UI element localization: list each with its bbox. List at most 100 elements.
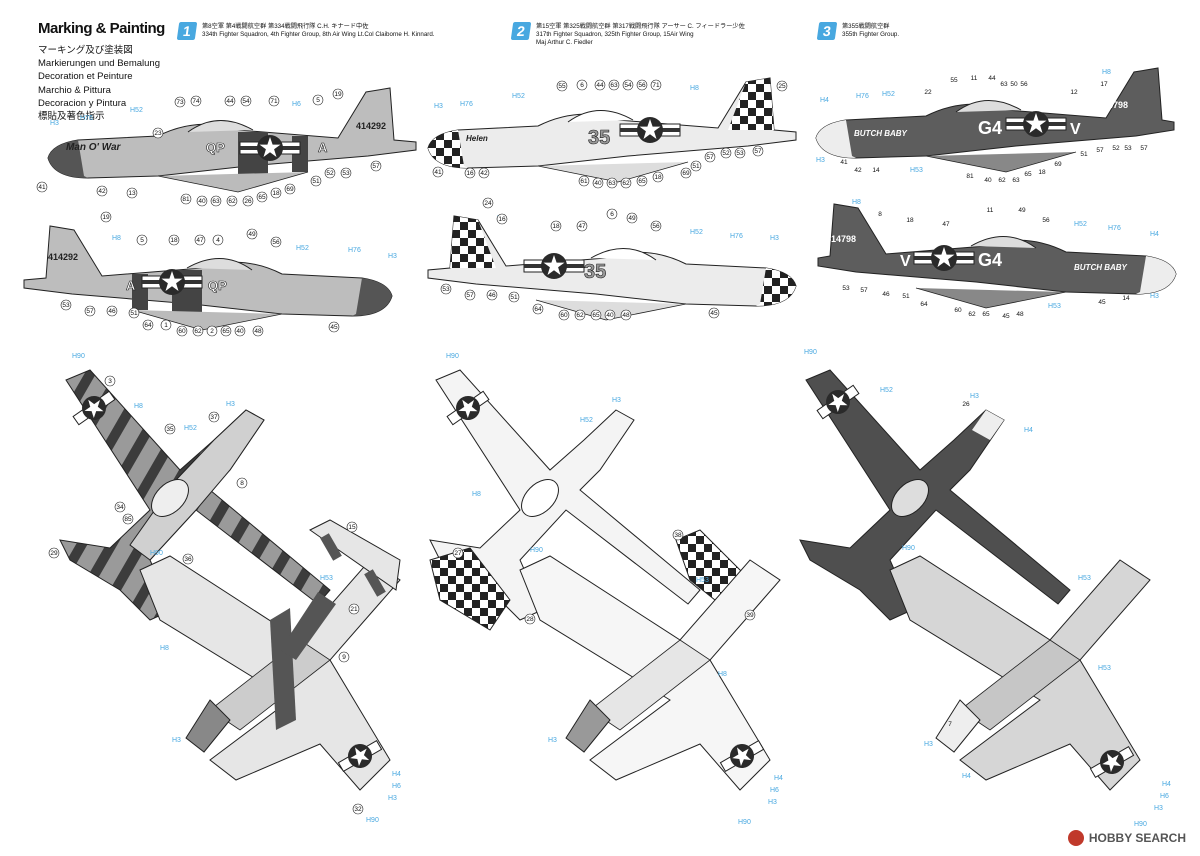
svg-text:H4: H4	[820, 97, 829, 104]
svg-text:38: 38	[674, 532, 682, 539]
svg-text:56: 56	[652, 223, 660, 230]
svg-text:H3: H3	[548, 737, 557, 744]
svg-text:57: 57	[1096, 147, 1104, 154]
svg-text:62: 62	[576, 312, 584, 319]
svg-text:39: 39	[746, 612, 754, 619]
svg-text:57: 57	[754, 148, 762, 155]
svg-text:53: 53	[62, 302, 70, 309]
svg-text:65: 65	[222, 328, 230, 335]
svg-text:40: 40	[606, 312, 614, 319]
part-callouts: 41 42 13 23 73 74 44 54 71 5 19 81 40 63…	[36, 79, 788, 207]
svg-text:H53: H53	[1048, 303, 1061, 310]
watermark-text: HOBBY SEARCH	[1088, 831, 1186, 845]
svg-text:48: 48	[1016, 311, 1024, 318]
svg-text:71: 71	[270, 98, 278, 105]
svg-text:H3: H3	[172, 737, 181, 744]
svg-text:H6: H6	[292, 101, 301, 108]
scheme-2-code-r: 35	[584, 261, 606, 283]
svg-text:47: 47	[942, 221, 950, 228]
svg-text:56: 56	[272, 239, 280, 246]
svg-text:17: 17	[1100, 81, 1108, 88]
language-chinese: 標貼及著色指示	[38, 111, 105, 123]
hobby-search-logo-icon	[1067, 830, 1084, 846]
svg-text:H3: H3	[924, 741, 933, 748]
svg-text:H52: H52	[184, 425, 197, 432]
svg-text:11: 11	[971, 75, 978, 82]
svg-text:H52: H52	[690, 229, 703, 236]
svg-text:62: 62	[968, 311, 976, 318]
svg-text:18: 18	[552, 223, 560, 230]
svg-text:4: 4	[216, 237, 220, 244]
svg-text:37: 37	[210, 414, 218, 421]
svg-text:H90: H90	[72, 353, 85, 360]
svg-text:H90: H90	[1134, 821, 1147, 828]
svg-text:5: 5	[316, 97, 320, 104]
svg-text:H3: H3	[434, 103, 443, 110]
svg-text:57: 57	[86, 308, 94, 315]
svg-text:62: 62	[998, 177, 1006, 184]
svg-text:40: 40	[236, 328, 244, 335]
svg-text:H52: H52	[296, 245, 309, 252]
svg-text:H8: H8	[112, 235, 121, 242]
svg-text:12: 12	[1070, 89, 1078, 96]
svg-text:53: 53	[842, 285, 850, 292]
svg-text:H3: H3	[816, 157, 825, 164]
svg-text:65: 65	[258, 194, 266, 201]
svg-text:H8: H8	[1102, 69, 1111, 76]
scheme-3-header: 3 第355戦闘航空群 355th Fighter Group.	[816, 22, 1018, 52]
svg-text:44: 44	[988, 75, 996, 82]
svg-text:H53: H53	[1098, 665, 1111, 672]
scheme-1-plan-upper	[59, 369, 331, 621]
scheme-2-header: 2 第15空軍 第325戦闘航空群 第317戦闘飛行隊 アーサー C. フィード…	[510, 22, 812, 58]
svg-text:H4: H4	[1162, 781, 1171, 788]
svg-text:H52: H52	[1074, 221, 1087, 228]
scheme-3-code-right: V	[1070, 121, 1081, 138]
svg-text:25: 25	[778, 83, 786, 90]
svg-text:22: 22	[924, 89, 932, 96]
svg-text:H3: H3	[50, 120, 59, 127]
svg-text:32: 32	[354, 806, 362, 813]
svg-text:H8: H8	[718, 671, 727, 678]
svg-text:56: 56	[638, 82, 646, 89]
svg-text:53: 53	[442, 286, 450, 293]
svg-text:H6: H6	[1160, 793, 1169, 800]
scheme-2-nose-art: Helen	[466, 134, 488, 143]
svg-text:63: 63	[1012, 177, 1020, 184]
svg-text:65: 65	[982, 311, 990, 318]
svg-text:14: 14	[1122, 295, 1130, 302]
svg-text:54: 54	[242, 98, 250, 105]
page-title: Marking & Painting	[38, 20, 165, 37]
svg-text:42: 42	[480, 170, 488, 177]
svg-text:40: 40	[594, 180, 602, 187]
language-german: Markierungen und Bemalung	[38, 58, 160, 70]
svg-text:H53: H53	[696, 577, 709, 584]
svg-text:42: 42	[98, 188, 106, 195]
svg-text:8: 8	[878, 211, 882, 218]
svg-text:81: 81	[966, 173, 974, 180]
svg-text:5: 5	[140, 237, 144, 244]
svg-text:45: 45	[330, 324, 338, 331]
svg-text:H76: H76	[460, 101, 473, 108]
scheme-3-code-left: G4	[978, 118, 1002, 138]
svg-text:H8: H8	[852, 199, 861, 206]
svg-text:18: 18	[170, 237, 178, 244]
svg-text:69: 69	[682, 170, 690, 177]
language-japanese: マーキング及び塗装図	[38, 45, 133, 56]
scheme-2-pilot: Maj Arthur C. Fiedler	[536, 39, 593, 47]
scheme-1-code-left: QP	[206, 140, 225, 155]
scheme-1-code-right-r: A	[126, 278, 136, 293]
svg-text:H90: H90	[804, 349, 817, 356]
svg-text:52: 52	[1112, 145, 1120, 152]
svg-text:H6: H6	[392, 783, 401, 790]
svg-text:H3: H3	[388, 253, 397, 260]
svg-text:48: 48	[254, 328, 262, 335]
svg-text:34: 34	[116, 504, 124, 511]
svg-text:H52: H52	[882, 91, 895, 98]
svg-text:45: 45	[1098, 299, 1106, 306]
svg-text:H90: H90	[902, 545, 915, 552]
svg-text:H3: H3	[612, 397, 621, 404]
watermark: HOBBY SEARCH	[1067, 830, 1186, 846]
scheme-3-code-left-r: G4	[978, 250, 1002, 270]
svg-text:57: 57	[466, 292, 474, 299]
svg-text:H52: H52	[512, 93, 525, 100]
